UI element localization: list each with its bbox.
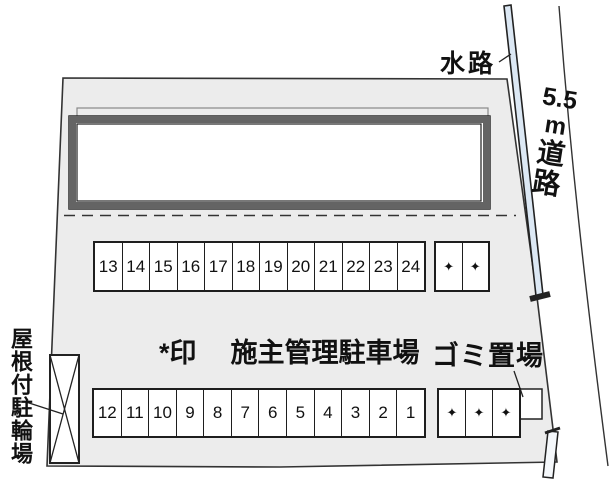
space-label: 2 (378, 403, 388, 422)
space-label: 13 (98, 256, 118, 276)
parking-space: 19 (259, 243, 287, 290)
space-label: 4 (323, 403, 333, 422)
space-label: 12 (97, 403, 117, 422)
building-outline (68, 115, 491, 210)
road-label-char: 路 (530, 165, 563, 201)
road-label-unit: m (542, 110, 569, 141)
space-label: 9 (185, 403, 195, 422)
legend-text: 施主管理駐車場 (230, 338, 420, 368)
space-label: 6 (268, 403, 278, 422)
parking-space: 1 (396, 390, 424, 436)
marked-parking-space: ✦ (461, 243, 489, 290)
building-wall-band (69, 116, 490, 209)
space-label: 1 (405, 403, 416, 422)
parking-space: 5 (286, 390, 314, 436)
leader-line-garbage (513, 370, 524, 398)
marked-parking-space: ✦ (492, 390, 519, 436)
parking-space: 2 (368, 390, 397, 436)
marked-parking-space: ✦ (436, 243, 462, 290)
parking-space: 18 (231, 243, 260, 290)
parking-space: 7 (230, 390, 259, 436)
waterway-channel-lower (542, 430, 559, 479)
waterway-lower-cap (544, 426, 561, 435)
parking-space: 14 (121, 243, 150, 290)
building-inner-line (76, 123, 482, 202)
road-label-char: 道 (534, 136, 568, 172)
space-label: 14 (126, 256, 146, 276)
bicycle-x-mark (49, 354, 80, 464)
space-label: 23 (373, 256, 393, 276)
space-label: 21 (318, 256, 338, 276)
parking-space: 23 (369, 243, 397, 290)
bicycle-parking-label: 屋根付駐輪場 (8, 327, 33, 465)
space-label: 18 (236, 256, 256, 276)
leader-line-bicycle (25, 401, 64, 415)
parking-space: 9 (175, 390, 204, 436)
waterway-end-cap (529, 291, 551, 302)
space-label: 16 (181, 256, 201, 276)
space-label: 17 (208, 256, 228, 276)
waterway-label: 水路 (440, 50, 497, 78)
space-label: ✦ (473, 405, 485, 420)
parking-space: 20 (286, 243, 315, 290)
space-label: 22 (346, 256, 366, 276)
parking-space: 11 (120, 390, 149, 436)
parking-space: 24 (396, 243, 425, 290)
parking-space: 16 (176, 243, 205, 290)
parking-space: 21 (314, 243, 342, 290)
space-label: 10 (152, 403, 172, 422)
space-label: 20 (291, 256, 311, 276)
parking-row-marked-upper: ✦✦ (434, 241, 490, 292)
parking-space: 6 (258, 390, 286, 436)
space-label: 3 (350, 403, 361, 422)
space-label: 5 (295, 403, 306, 422)
parking-space: 10 (148, 390, 176, 436)
parking-space: 17 (204, 243, 232, 290)
marked-parking-space: ✦ (439, 390, 465, 436)
legend-owner-managed: *印 施主管理駐車場 (159, 331, 420, 370)
space-label: 15 (153, 256, 173, 276)
parking-space: 3 (341, 390, 369, 436)
parking-space: 13 (95, 243, 122, 290)
road-edge-line (558, 5, 609, 467)
space-label: 19 (263, 256, 283, 276)
space-label: 24 (401, 256, 421, 276)
parking-space: 22 (341, 243, 370, 290)
parking-space: 15 (149, 243, 177, 290)
space-label: 7 (240, 403, 250, 422)
parking-row-13-24: 13 14 15 16 17 18 19 20 21 22 23 24 (93, 241, 426, 292)
parking-row-marked-lower: ✦ ✦ ✦ (437, 388, 521, 438)
space-label: 11 (126, 403, 144, 422)
space-label: ✦ (469, 258, 481, 274)
marked-parking-space: ✦ (465, 390, 492, 436)
garbage-label: ゴミ置場 (432, 341, 544, 371)
parking-space: 4 (313, 390, 342, 436)
parking-space: 8 (203, 390, 231, 436)
space-label: ✦ (446, 405, 458, 420)
parking-space: 12 (94, 390, 121, 436)
leader-line-waterway (498, 53, 512, 63)
space-label: ✦ (443, 258, 455, 274)
legend-mark: *印 (159, 338, 197, 368)
space-label: 8 (212, 403, 223, 422)
garbage-box (519, 388, 543, 420)
space-label: ✦ (500, 405, 512, 420)
